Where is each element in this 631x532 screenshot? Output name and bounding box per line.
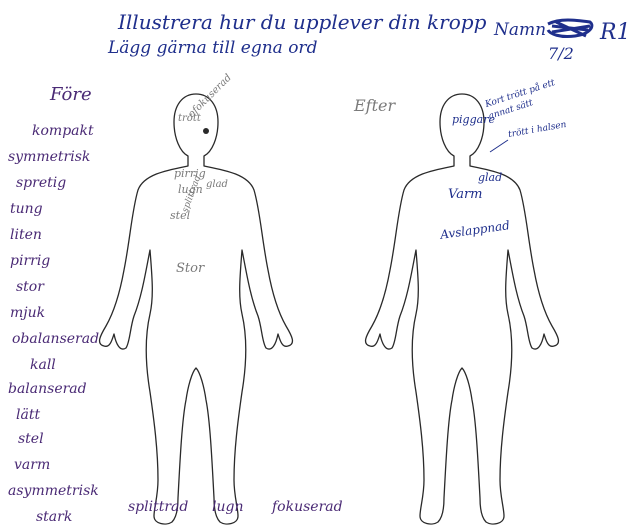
word-list-item: varm [14, 458, 50, 472]
id-code: R1 [600, 22, 631, 44]
word-list-item: stor [16, 280, 44, 294]
word-list-item: kall [30, 358, 56, 372]
word-list-item: kompakt [32, 124, 94, 138]
redacted-name-scribble [548, 20, 592, 37]
instruction-line-2: Lägg gärna till egna ord [108, 40, 317, 57]
word-list-item: liten [10, 228, 42, 242]
after-neck-arrow [490, 140, 508, 152]
word-list-item: tung [10, 202, 43, 216]
body-outline-after [366, 94, 559, 524]
word-list-item: asymmetrisk [8, 484, 99, 498]
word-list-item: lätt [16, 408, 40, 422]
name-label: Namn [494, 22, 546, 39]
after-annotation-chest1: glad [478, 172, 502, 183]
before-heading: Före [50, 86, 92, 104]
bottom-word: lugn [212, 500, 243, 514]
word-list-item: stark [36, 510, 72, 524]
before-annotation-chest3: glad [206, 180, 228, 190]
instruction-line-1: Illustrera hur du upplever din kropp [118, 12, 486, 32]
after-annotation-chest2: Varm [448, 188, 483, 201]
word-list-item: balanserad [8, 382, 87, 396]
before-annotation-belly: Stor [176, 262, 204, 275]
date-label: 7/2 [548, 46, 574, 62]
bottom-word: fokuserad [272, 500, 343, 514]
after-heading: Efter [354, 98, 395, 114]
word-list-item: pirrig [10, 254, 50, 268]
bottom-word: splittrad [128, 500, 188, 514]
word-list-item: mjuk [10, 306, 45, 320]
word-list-item: spretig [16, 176, 66, 190]
body-outline-before [100, 94, 293, 524]
before-head-dot [203, 128, 209, 134]
word-list-item: stel [18, 432, 44, 446]
word-list-item: obalanserad [12, 332, 99, 346]
word-list-item: symmetrisk [8, 150, 90, 164]
